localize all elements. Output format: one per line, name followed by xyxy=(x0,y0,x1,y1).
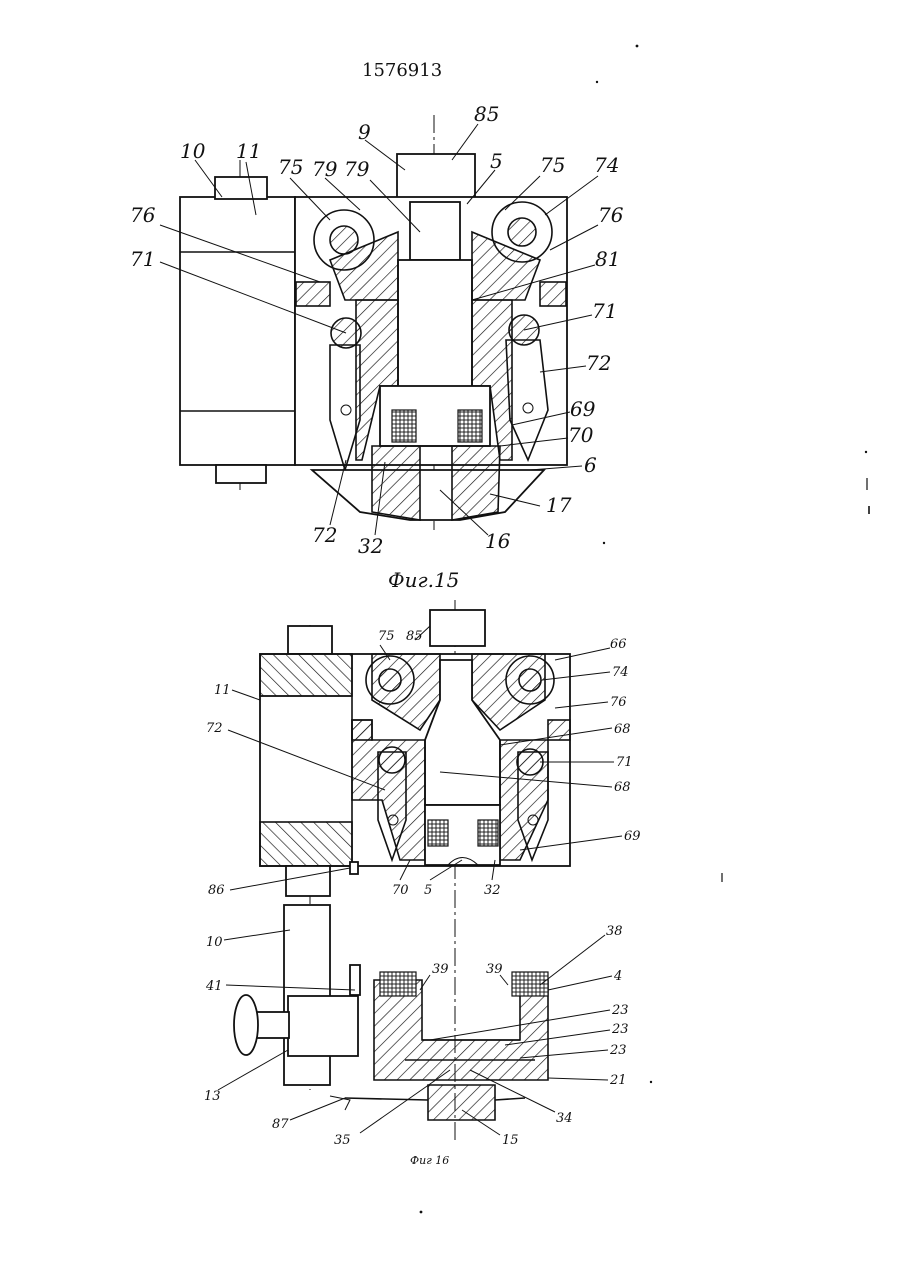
fig15-label: 75 xyxy=(540,153,565,177)
fig16-label: 23 xyxy=(611,1022,629,1037)
fig16-label: 11 xyxy=(214,683,231,698)
fig16-label: 39 xyxy=(486,962,503,977)
scan-speck xyxy=(636,45,639,48)
fig15-label: 85 xyxy=(474,102,499,126)
fig15-label: 10 xyxy=(180,139,206,163)
scan-speck xyxy=(650,1081,652,1083)
fig16-label: 34 xyxy=(556,1111,573,1126)
fig15-label: 72 xyxy=(586,351,611,375)
fig16-label: 71 xyxy=(616,755,633,770)
fig16-caption: Фиг 16 xyxy=(410,1154,449,1167)
scan-speck xyxy=(865,451,867,453)
fig15-label: 5 xyxy=(490,149,503,173)
fig16-label: 85 xyxy=(406,629,423,644)
fig15-label: 81 xyxy=(595,247,620,271)
fig15-label: 76 xyxy=(598,203,624,227)
fig15-label: 11 xyxy=(236,139,261,163)
fig16-knob-body-13 xyxy=(288,996,358,1056)
fig16-label: 23 xyxy=(609,1043,627,1058)
fig16-label: 70 xyxy=(392,883,409,898)
fig16-label: 15 xyxy=(502,1133,519,1148)
fig15-label: 69 xyxy=(570,397,596,421)
fig16-label: 10 xyxy=(206,935,223,950)
fig15-label: 70 xyxy=(568,423,594,447)
fig15-label: 9 xyxy=(358,120,371,144)
fig15-label: 32 xyxy=(358,534,383,558)
figure-16: 85 75 66 74 11 72 76 68 71 68 69 86 70 5… xyxy=(204,600,641,1167)
fig16-shaft-85 xyxy=(430,610,485,646)
fig15-shaft-85 xyxy=(397,154,475,202)
fig15-caption: Фиг.15 xyxy=(388,568,459,592)
fig15-column-81 xyxy=(398,260,472,388)
fig16-label: 5 xyxy=(424,883,432,898)
fig16-label: 35 xyxy=(334,1133,351,1148)
fig15-label: 6 xyxy=(584,453,597,477)
fig15-label: 79 xyxy=(312,157,338,181)
patent-number: 1576913 xyxy=(362,60,442,81)
fig15-label: 16 xyxy=(485,529,511,553)
fig16-label: 4 xyxy=(613,969,622,984)
scan-speck xyxy=(603,542,605,544)
fig15-label: 72 xyxy=(312,523,337,547)
fig16-label: 13 xyxy=(204,1089,221,1104)
figure-15: 85 9 5 10 11 75 79 79 75 74 76 76 81 71 … xyxy=(130,102,624,592)
fig15-label: 74 xyxy=(594,153,619,177)
fig16-label: 72 xyxy=(206,721,223,736)
fig15-label: 76 xyxy=(130,203,156,227)
scan-speck xyxy=(596,81,598,83)
fig15-label: 79 xyxy=(344,157,370,181)
fig15-motor-block xyxy=(180,197,295,465)
fig16-label: 76 xyxy=(610,695,627,710)
fig15-label: 75 xyxy=(278,155,303,179)
fig15-label: 17 xyxy=(546,493,572,517)
fig16-label: 87 xyxy=(272,1117,289,1132)
fig16-label: 75 xyxy=(378,629,395,644)
fig16-label: 86 xyxy=(208,883,225,898)
fig16-knob-13[interactable] xyxy=(234,995,258,1055)
fig15-base-6 xyxy=(312,470,544,520)
fig15-label: 71 xyxy=(130,247,155,271)
scan-speck xyxy=(420,1211,423,1214)
fig16-label: 39 xyxy=(432,962,449,977)
fig16-label: 32 xyxy=(484,883,501,898)
fig16-label: 21 xyxy=(609,1073,627,1088)
fig16-label: 66 xyxy=(610,637,627,652)
fig16-label: 38 xyxy=(606,924,623,939)
fig16-label: 68 xyxy=(614,780,631,795)
fig16-label: 74 xyxy=(612,665,629,680)
fig16-label: 68 xyxy=(614,722,631,737)
fig15-label: 71 xyxy=(592,299,617,323)
fig16-label: 69 xyxy=(624,829,641,844)
fig16-label: 41 xyxy=(205,979,223,994)
fig16-label: 23 xyxy=(611,1003,629,1018)
